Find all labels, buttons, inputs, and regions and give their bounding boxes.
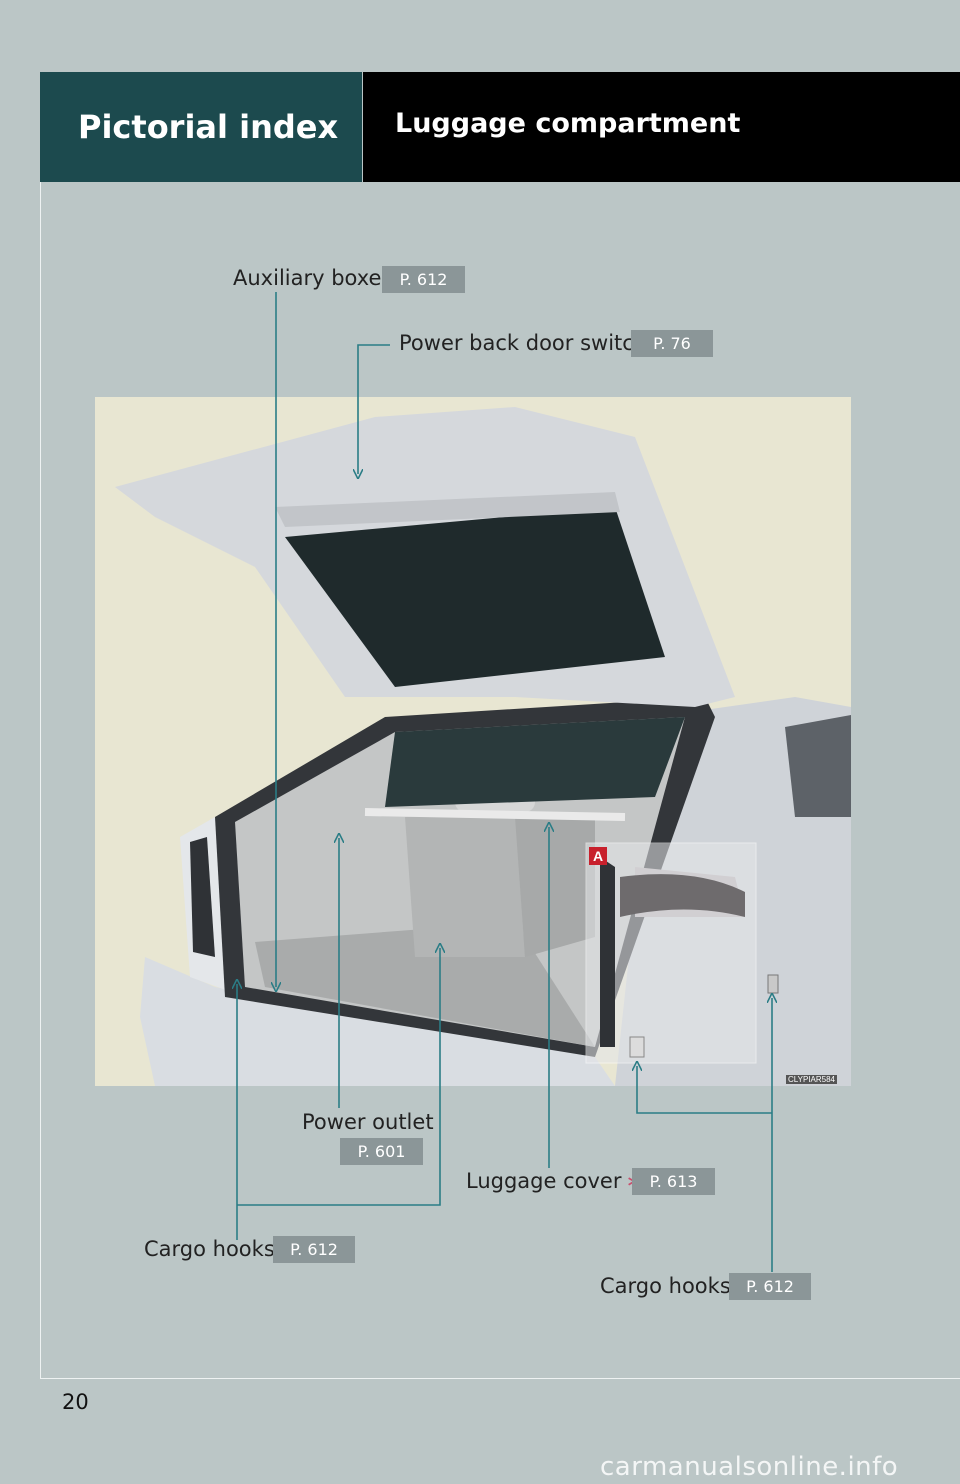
cargo-hooks-left-ref[interactable]: P. 612 xyxy=(273,1236,355,1263)
luggage-cover-ref[interactable]: P. 613 xyxy=(632,1168,715,1195)
watermark[interactable]: carmanualsonline.info xyxy=(600,1452,899,1482)
image-code: CLYPIAR584 xyxy=(786,1075,837,1084)
cargo-hooks-left-label: Cargo hooks xyxy=(144,1237,275,1261)
power-back-door-switch-leader xyxy=(358,344,390,474)
cargo-hooks-right-label: Cargo hooks xyxy=(600,1274,731,1298)
luggage-compartment-photo xyxy=(95,397,851,1086)
cargo-hooks-right-ref[interactable]: P. 612 xyxy=(729,1273,811,1300)
power-outlet-ref[interactable]: P. 601 xyxy=(340,1138,423,1165)
page-number: 20 xyxy=(62,1390,89,1414)
luggage-cover-label: Luggage cover∗ xyxy=(466,1169,643,1193)
cargo-hooks-right-leader-2 xyxy=(637,1066,772,1114)
auxiliary-boxes-label: Auxiliary boxes xyxy=(233,266,393,290)
page-title: Luggage compartment xyxy=(363,72,960,182)
power-back-door-switch-label: Power back door switch xyxy=(399,331,648,355)
page-frame xyxy=(40,72,960,1379)
inset-badge: A xyxy=(589,847,607,865)
luggage-cover-text: Luggage cover xyxy=(466,1169,622,1193)
power-outlet-label: Power outlet xyxy=(302,1110,434,1134)
auxiliary-boxes-ref[interactable]: P. 612 xyxy=(382,266,465,293)
power-back-door-switch-ref[interactable]: P. 76 xyxy=(631,330,713,357)
cargo-hooks-left-leader-2 xyxy=(237,948,440,1206)
section-header: Pictorial index xyxy=(40,72,362,182)
